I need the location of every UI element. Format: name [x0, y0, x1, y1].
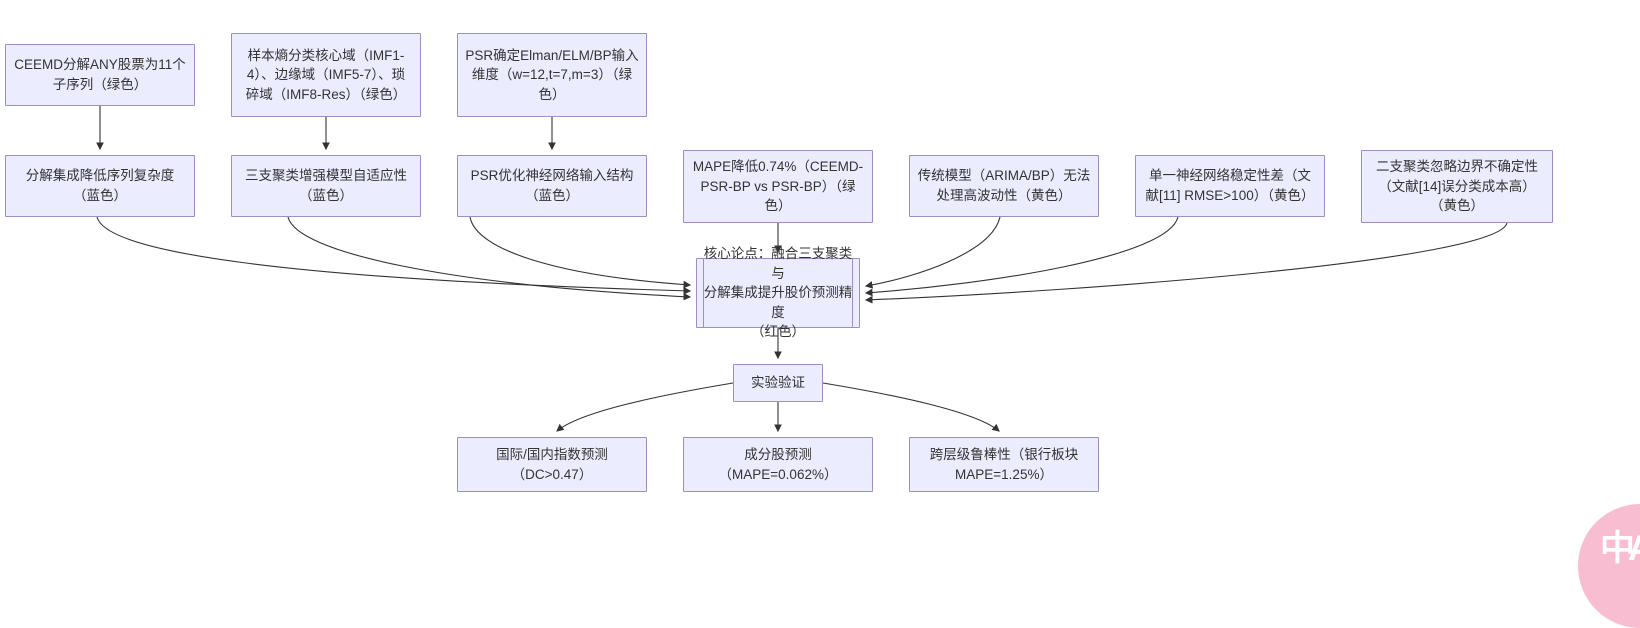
flow-edge-H-K: [864, 216, 1001, 289]
flow-node-label: 国际/国内指数预测 （DC>0.47）: [496, 446, 608, 482]
translate-floating-button[interactable]: 中A: [1578, 504, 1640, 628]
flow-node-label: 传统模型（ARIMA/BP）无法 处理高波动性（黄色）: [917, 168, 1091, 203]
flowchart-canvas: CEEMD分解ANY股票为11个 子序列（绿色） 样本熵分类核心域（IMF1- 4…: [5, 33, 1640, 628]
flow-node-label: 核心论点：融合三支聚类与 分解集成提升股价预测精度 （红色）: [703, 246, 853, 340]
subroutine-inner-line: [703, 259, 704, 327]
flow-node-L: 实验验证: [733, 364, 823, 402]
flow-node-E: 三支聚类增强模型自适应性 （蓝色）: [231, 155, 421, 217]
flow-edge-F-K: [469, 216, 692, 289]
flow-node-label: MAPE降低0.74%（CEEMD- PSR-BP vs PSR-BP）（绿 色…: [692, 159, 864, 214]
flow-node-N: 成分股预测 （MAPE=0.062%）: [683, 437, 873, 492]
flow-node-label: PSR优化神经网络输入结构 （蓝色）: [470, 168, 634, 203]
flow-node-label: CEEMD分解ANY股票为11个 子序列（绿色）: [14, 57, 186, 92]
flow-node-label: 样本熵分类核心域（IMF1- 4）、边缘域（IMF5-7）、琐 碎域（IMF8-…: [245, 47, 407, 102]
flow-edge-E-K: [287, 216, 692, 301]
flow-node-label: 二支聚类忽略边界不确定性 （文献[14]误分类成本高） （黄色）: [1376, 159, 1538, 214]
flow-node-label: 跨层级鲁棒性（银行板块 MAPE=1.25%）: [929, 446, 1079, 482]
flow-node-K: 核心论点：融合三支聚类与 分解集成提升股价预测精度 （红色）: [696, 246, 860, 339]
flow-edge-J-K: [864, 222, 1508, 304]
flow-node-H: 传统模型（ARIMA/BP）无法 处理高波动性（黄色）: [909, 155, 1099, 217]
flow-edge-L-M: [556, 382, 734, 432]
flow-node-I: 单一神经网络稳定性差（文 献[11] RMSE>100）（黄色）: [1135, 155, 1325, 217]
translate-icon: 中A: [1600, 529, 1640, 568]
flow-node-label: 实验验证: [751, 375, 805, 391]
flow-node-label: PSR确定Elman/ELM/BP输入 维度（w=12,t=7,m=3）（绿 色…: [465, 47, 639, 102]
flow-node-C: PSR确定Elman/ELM/BP输入 维度（w=12,t=7,m=3）（绿 色…: [457, 33, 647, 117]
flow-node-label: 单一神经网络稳定性差（文 献[11] RMSE>100）（黄色）: [1145, 168, 1315, 203]
flow-node-F: PSR优化神经网络输入结构 （蓝色）: [457, 155, 647, 217]
flow-node-D: 分解集成降低序列复杂度 （蓝色）: [5, 155, 195, 217]
flow-node-label: 成分股预测 （MAPE=0.062%）: [718, 446, 838, 482]
flow-node-A: CEEMD分解ANY股票为11个 子序列（绿色）: [5, 44, 195, 106]
flow-node-label: 分解集成降低序列复杂度 （蓝色）: [25, 168, 175, 203]
flow-node-B: 样本熵分类核心域（IMF1- 4）、边缘域（IMF5-7）、琐 碎域（IMF8-…: [231, 33, 421, 117]
flow-node-label: 三支聚类增强模型自适应性 （蓝色）: [245, 168, 407, 203]
flow-node-J: 二支聚类忽略边界不确定性 （文献[14]误分类成本高） （黄色）: [1361, 150, 1553, 223]
subroutine-inner-line: [852, 259, 853, 327]
flow-node-O: 跨层级鲁棒性（银行板块 MAPE=1.25%）: [909, 437, 1099, 492]
flow-edge-D-K: [96, 216, 692, 295]
flow-edge-I-K: [864, 216, 1179, 297]
flow-node-G: MAPE降低0.74%（CEEMD- PSR-BP vs PSR-BP）（绿 色…: [683, 150, 873, 223]
flow-node-M: 国际/国内指数预测 （DC>0.47）: [457, 437, 647, 492]
flow-edge-L-O: [822, 382, 1000, 432]
